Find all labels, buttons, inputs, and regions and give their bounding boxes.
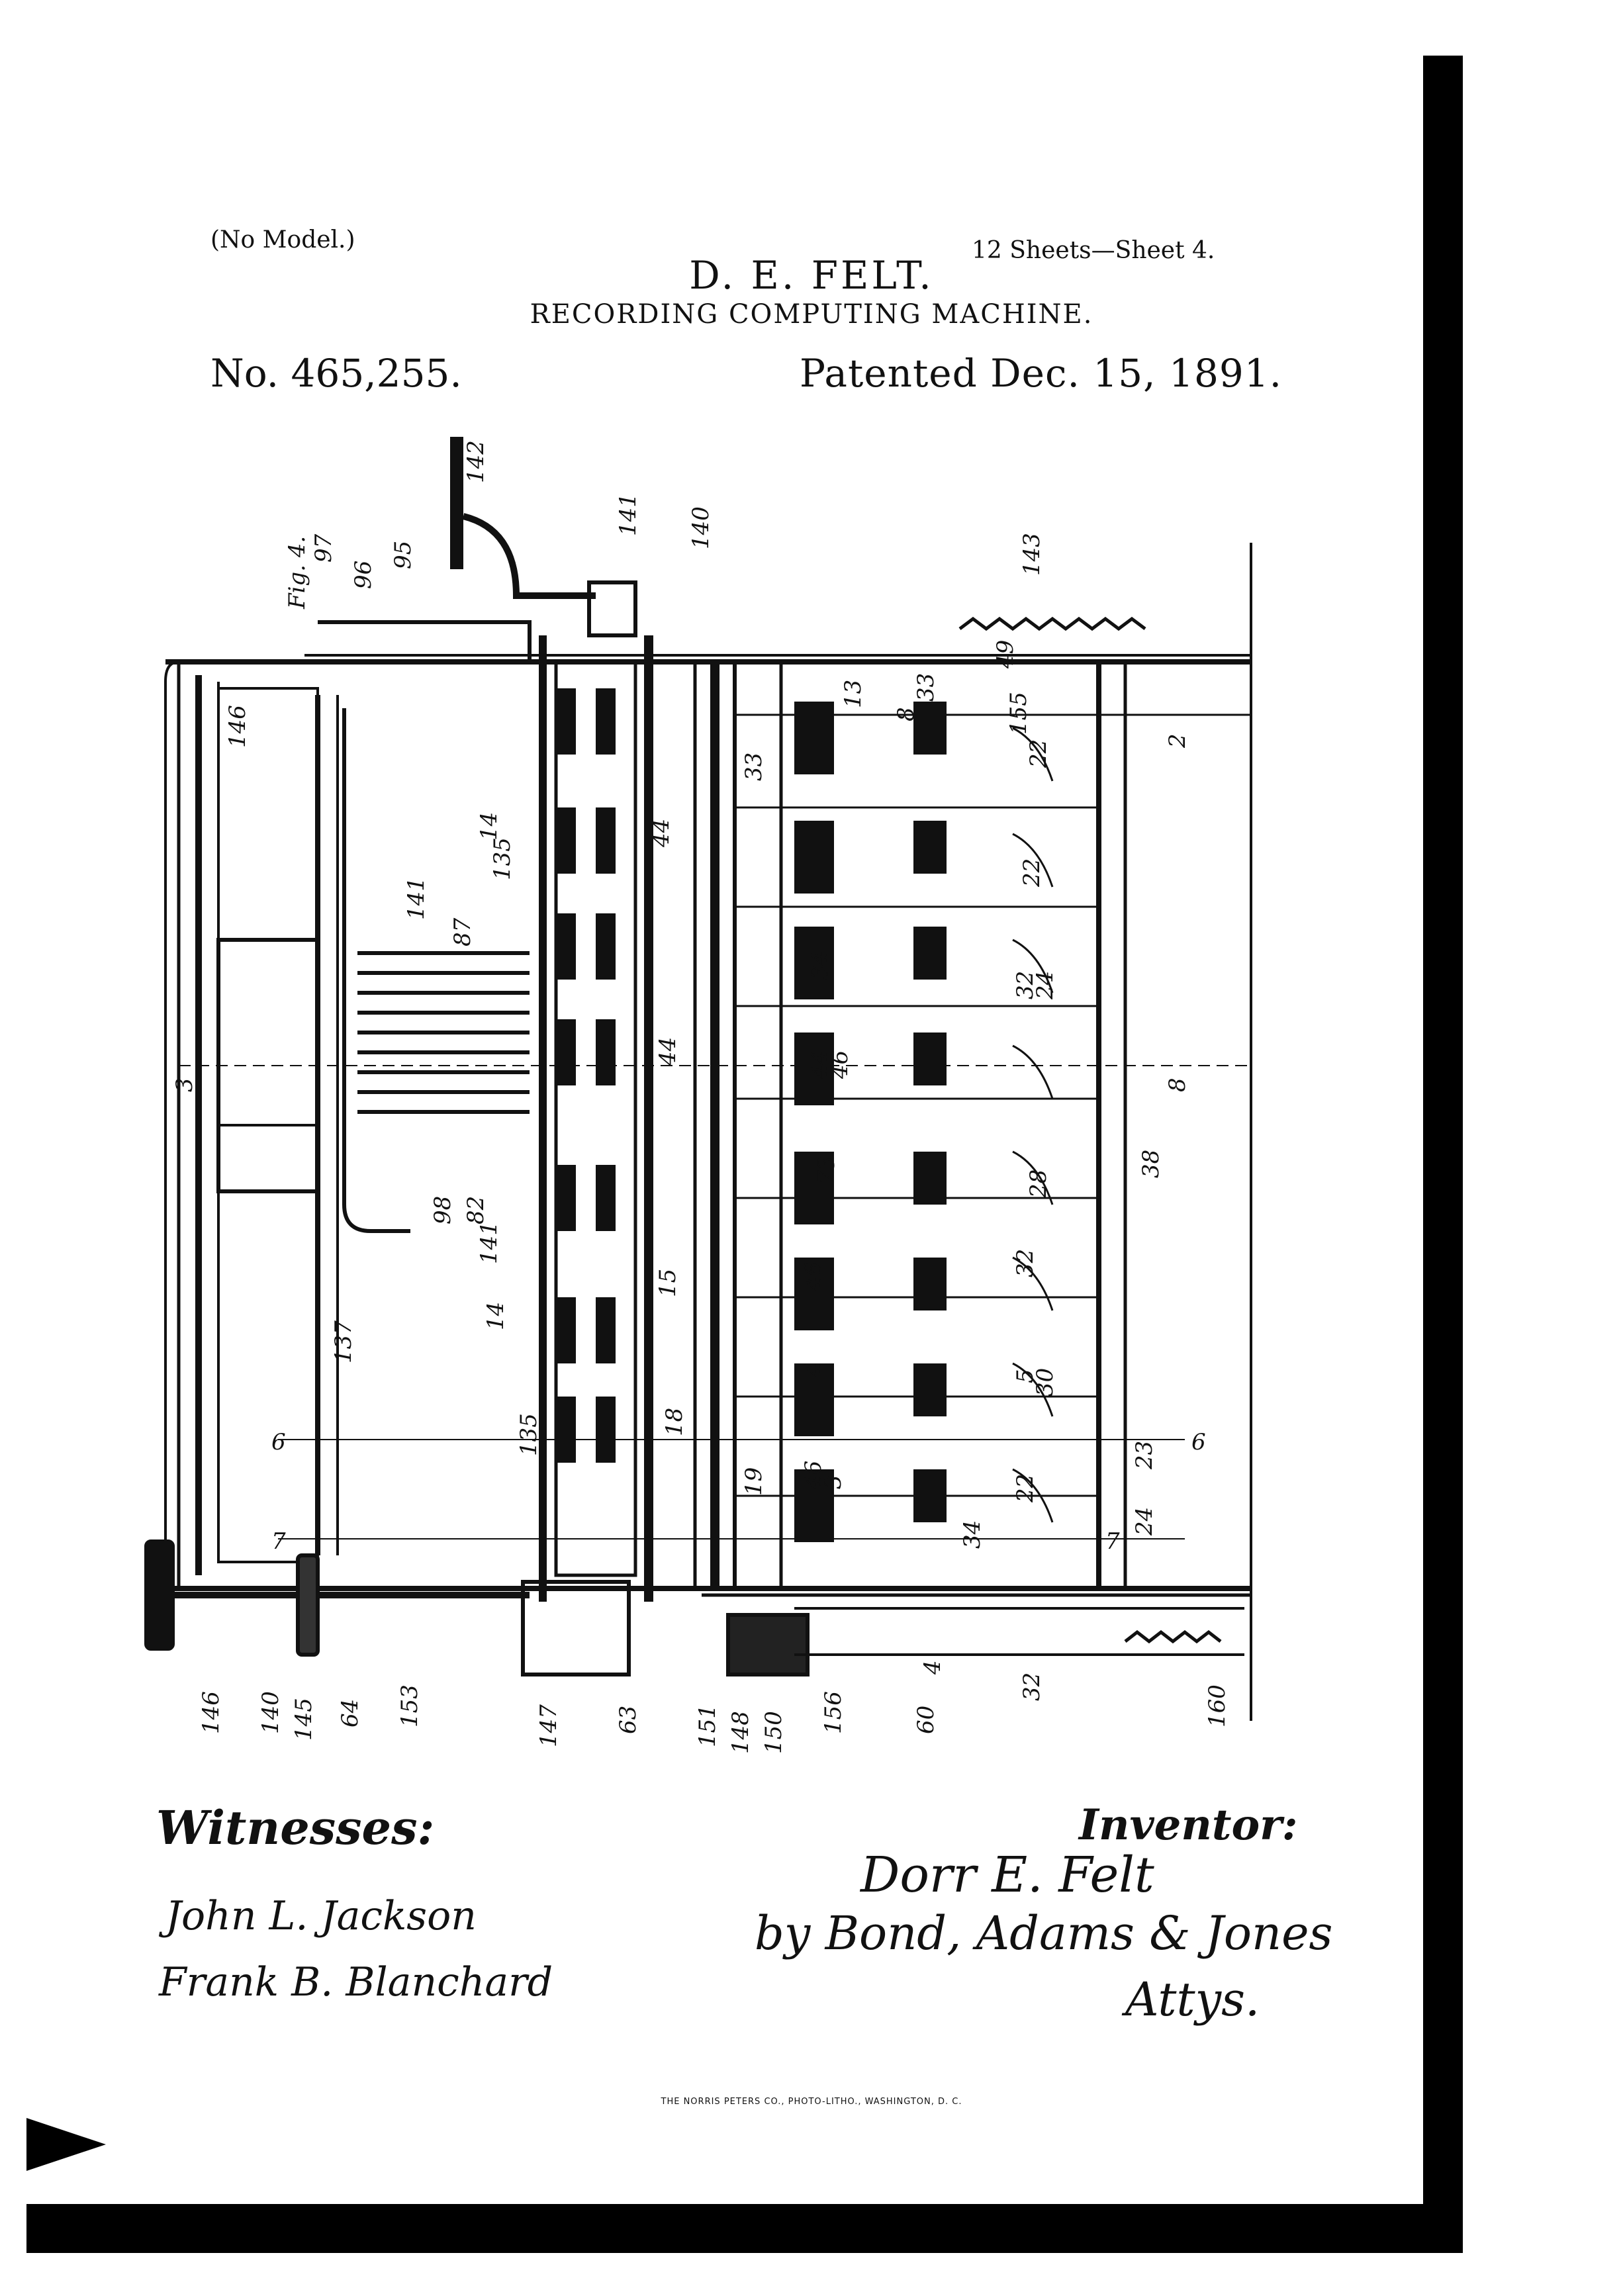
inventor-label: Inventor: xyxy=(1079,1800,1298,1850)
ref-142: 142 xyxy=(463,440,489,483)
ref-6-left: 6 xyxy=(271,1429,286,1455)
ref-38: 38 xyxy=(1138,1150,1164,1178)
ref-97: 97 xyxy=(310,533,337,563)
ref-5: 5 xyxy=(1012,1369,1039,1383)
witness-signature-2: Frank B. Blanchard xyxy=(159,1959,553,2005)
ref-46: 46 xyxy=(827,1050,853,1079)
ref-7-right: 7 xyxy=(1105,1528,1120,1555)
ref-153: 153 xyxy=(396,1684,423,1727)
inventor-signature: Dorr E. Felt xyxy=(860,1847,1154,1904)
ref-24: 24 xyxy=(1032,971,1058,1000)
witnesses-heading: Witnesses: xyxy=(156,1800,435,1855)
ref-19: 19 xyxy=(741,1467,767,1496)
witness-signature-1: John L. Jackson xyxy=(165,1893,477,1939)
ref-32-c: 32 xyxy=(1019,1673,1045,1701)
ref-148: 148 xyxy=(727,1711,754,1754)
ref-4: 4 xyxy=(800,1362,827,1377)
ref-28: 28 xyxy=(1025,1170,1052,1199)
ref-8: 8 xyxy=(893,707,919,721)
ref-3-b: 3 xyxy=(820,1475,847,1489)
inventor-heading: D. E. FELT. xyxy=(689,253,934,298)
ref-6-right: 6 xyxy=(1191,1429,1206,1455)
ref-4-b: 4 xyxy=(919,1660,946,1675)
ref-22: 22 xyxy=(1012,1474,1039,1503)
scan-corner-mark xyxy=(26,2118,106,2171)
ref-44-c: 44 xyxy=(807,1050,833,1079)
ref-82: 82 xyxy=(463,1196,489,1224)
ref-23: 23 xyxy=(1131,1441,1158,1470)
ref-7-left: 7 xyxy=(271,1528,286,1555)
ref-8-right: 8 xyxy=(1164,1078,1191,1092)
ref-32-b: 32 xyxy=(1012,1249,1039,1277)
ref-34-b: 34 xyxy=(959,1520,986,1549)
ref-140: 140 xyxy=(688,506,714,549)
ref-33-b: 33 xyxy=(741,753,767,781)
ref-141-a: 141 xyxy=(403,877,430,920)
ref-46-b: 46 xyxy=(800,1262,827,1291)
ref-22-b: 22 xyxy=(1025,739,1052,768)
ref-33: 33 xyxy=(913,673,939,702)
ref-15: 15 xyxy=(655,1269,681,1297)
ref-87: 87 xyxy=(449,917,476,946)
ref-46-c: 46 xyxy=(800,1461,827,1490)
ref-14-b: 14 xyxy=(483,1302,509,1330)
ref-34: 34 xyxy=(807,951,833,980)
ref-3: 3 xyxy=(171,1078,198,1092)
sheet-count: 12 Sheets—Sheet 4. xyxy=(972,237,1215,264)
ref-137: 137 xyxy=(330,1320,357,1363)
patent-number: No. 465,255. xyxy=(210,351,462,396)
ref-13: 13 xyxy=(840,680,866,708)
ref-140-b: 140 xyxy=(257,1691,284,1734)
ref-155: 155 xyxy=(1005,692,1032,735)
ref-150: 150 xyxy=(761,1711,787,1754)
ref-49: 49 xyxy=(992,640,1019,669)
ref-18: 18 xyxy=(661,1408,688,1436)
ref-22-c: 22 xyxy=(1019,858,1045,888)
ref-143: 143 xyxy=(1019,533,1045,576)
ref-95: 95 xyxy=(390,541,416,569)
ref-44-a: 44 xyxy=(648,819,674,848)
ref-156: 156 xyxy=(820,1691,847,1734)
printer-imprint: THE NORRIS PETERS CO., PHOTO-LITHO., WAS… xyxy=(661,2097,962,2107)
ref-73: 73 xyxy=(813,1156,840,1185)
ref-64: 64 xyxy=(337,1699,363,1727)
ref-141-b: 141 xyxy=(476,1221,502,1264)
ref-135: 135 xyxy=(489,837,516,880)
ref-146-top: 146 xyxy=(224,705,251,748)
fig-label: Fig. 4. xyxy=(284,536,310,610)
ref-30: 30 xyxy=(1032,1368,1058,1397)
ref-98: 98 xyxy=(430,1196,456,1224)
ref-60: 60 xyxy=(913,1706,939,1734)
ref-141: 141 xyxy=(615,493,641,536)
ref-147: 147 xyxy=(535,1704,562,1747)
model-note: (No Model.) xyxy=(210,226,355,253)
ref-44-b: 44 xyxy=(655,1037,681,1066)
ref-2: 2 xyxy=(1164,733,1191,749)
ref-146: 146 xyxy=(198,1691,224,1734)
ref-135-b: 135 xyxy=(516,1413,542,1456)
attorneys-suffix: Attys. xyxy=(1125,1972,1260,2027)
ref-32: 32 xyxy=(1012,971,1039,999)
ref-63: 63 xyxy=(615,1706,641,1734)
ref-24-b: 24 xyxy=(1131,1507,1158,1536)
patent-date: Patented Dec. 15, 1891. xyxy=(800,351,1283,396)
ref-151: 151 xyxy=(694,1704,721,1747)
ref-96: 96 xyxy=(350,561,377,589)
scan-edge-bottom xyxy=(26,2204,1463,2253)
ref-160: 160 xyxy=(1204,1684,1230,1727)
patent-title: RECORDING COMPUTING MACHINE. xyxy=(530,299,1093,330)
attorneys-signature: by Bond, Adams & Jones xyxy=(755,1906,1333,1960)
scan-edge-right xyxy=(1423,56,1463,2253)
ref-145: 145 xyxy=(291,1698,317,1741)
ref-14: 14 xyxy=(476,812,502,841)
